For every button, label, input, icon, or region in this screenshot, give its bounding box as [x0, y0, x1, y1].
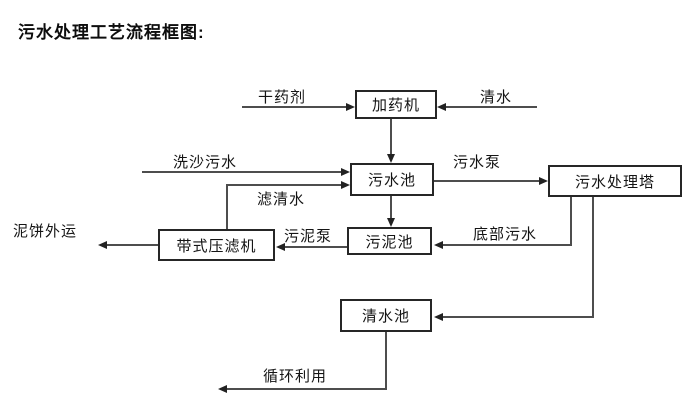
arrowhead-bottom-sewage [434, 241, 443, 249]
diagram-title: 污水处理工艺流程框图: [18, 23, 205, 42]
flow-line-clean-water [445, 106, 537, 108]
arrowhead-dry-agent [346, 103, 355, 111]
node-sewage-pool: 污水池 [350, 163, 434, 196]
flow-line-bottom-sewage-horizontal [442, 244, 572, 246]
arrowhead-clean-water [437, 103, 446, 111]
edge-label-sludge-pump: 污泥泵 [284, 228, 333, 245]
node-treatment-tower: 污水处理塔 [548, 165, 682, 197]
arrowhead-tower-to-clean [434, 313, 443, 321]
edge-label-recycle: 循环利用 [263, 368, 328, 385]
node-dosing-machine: 加药机 [355, 90, 437, 119]
flow-line-filtered-horizontal [226, 184, 341, 186]
edge-label-filtered: 滤清水 [257, 191, 306, 208]
flow-line-tower-to-clean-vertical [592, 197, 594, 318]
node-clean-water-pool: 清水池 [340, 299, 432, 332]
arrowhead-sand-wash [341, 168, 350, 176]
arrowhead-mud-cake [98, 241, 107, 249]
arrowhead-sewage-to-sludge [387, 218, 395, 227]
arrowhead-filtered [341, 181, 350, 189]
node-belt-filter-press: 带式压滤机 [158, 229, 275, 261]
arrowhead-sludge-pump [276, 243, 285, 251]
edge-label-sand-wash: 洗沙污水 [173, 154, 238, 171]
flow-line-dry-agent [242, 106, 347, 108]
flow-line-sludge-pump [284, 246, 347, 248]
edge-label-clean-water: 清水 [480, 89, 513, 106]
edge-label-mud-cake: 泥饼外运 [13, 223, 78, 240]
arrowhead-sewage-pump [539, 177, 548, 185]
edge-label-sewage-pump: 污水泵 [453, 154, 502, 171]
flow-line-recycle-vertical [385, 332, 387, 390]
flow-line-filtered-vertical [226, 184, 228, 229]
arrowhead-dosing-to-sewage [387, 154, 395, 163]
flow-line-mud-cake [106, 244, 158, 246]
flow-line-tower-to-clean-horizontal [442, 316, 594, 318]
flow-line-sewage-pump [434, 180, 539, 182]
flow-line-recycle-horizontal [226, 388, 387, 390]
flow-line-dosing-to-sewage [390, 119, 392, 155]
node-sludge-pool: 污泥池 [347, 227, 432, 255]
edge-label-dry-agent: 干药剂 [258, 89, 307, 106]
flow-line-bottom-sewage-vertical [570, 197, 572, 246]
flow-line-sewage-to-sludge [390, 196, 392, 219]
arrowhead-recycle [218, 385, 227, 393]
edge-label-bottom-sewage: 底部污水 [473, 226, 538, 243]
flow-line-sand-wash [142, 171, 341, 173]
